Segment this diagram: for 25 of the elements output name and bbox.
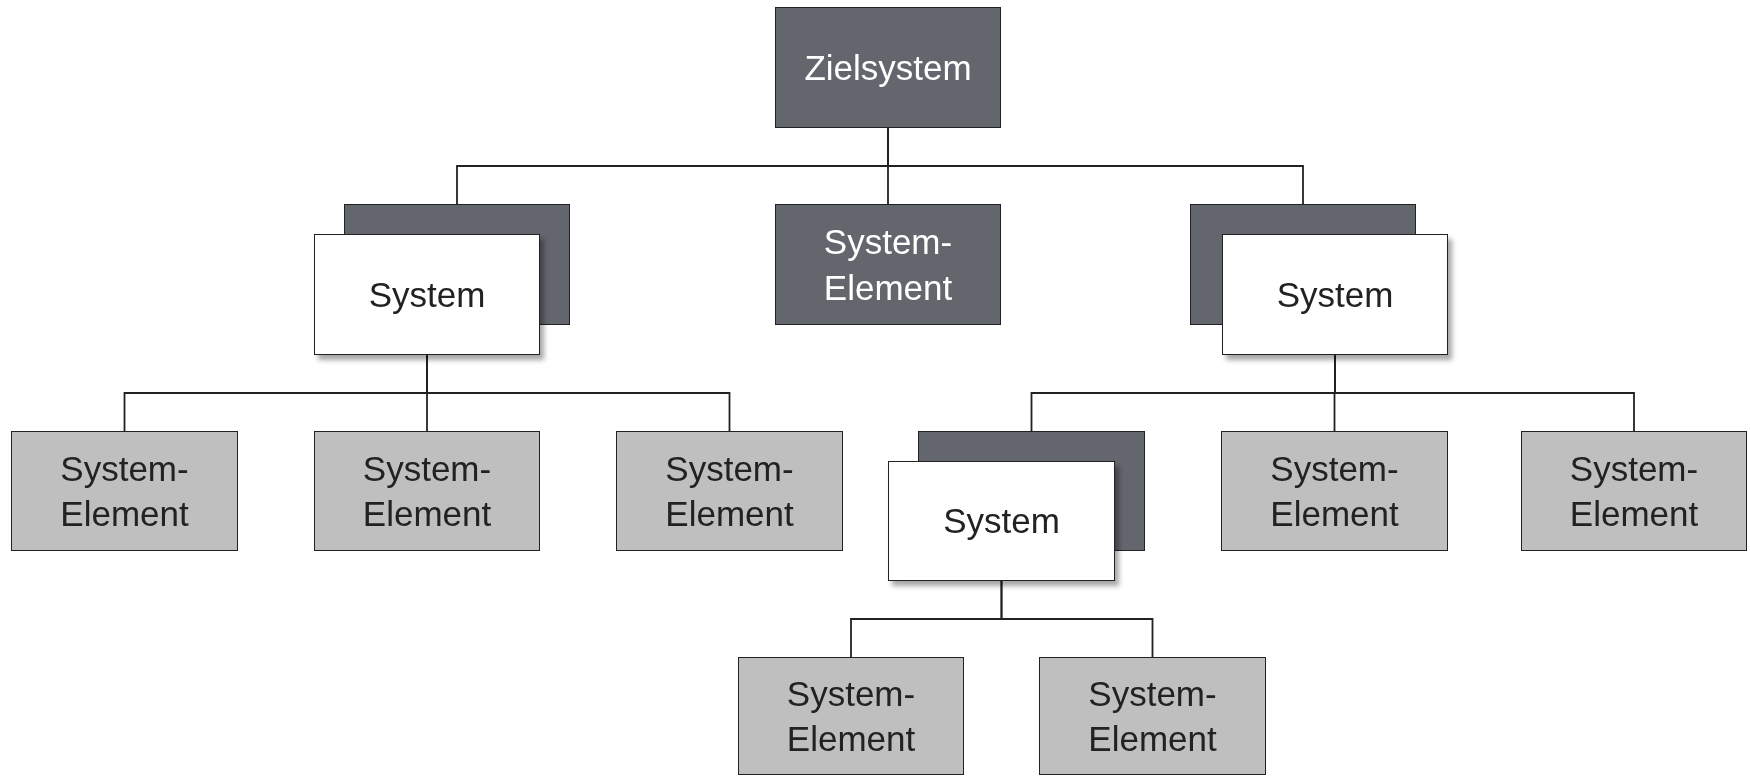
element-box (314, 431, 540, 551)
node-label: System (1275, 273, 1395, 316)
process-box (775, 204, 1001, 325)
node-label: Zielsystem (803, 46, 973, 89)
node-label: System (367, 273, 487, 316)
stacked-system-box (314, 204, 570, 355)
element-box (1039, 657, 1266, 775)
node-label: System-Element (822, 221, 954, 309)
node-label: System-Element (664, 447, 795, 535)
stacked-system-box (1190, 204, 1448, 355)
node-label: System-Element (1087, 672, 1218, 760)
node-label: System-Element (1568, 447, 1700, 535)
node-label: System-Element (1269, 447, 1400, 535)
stacked-system-box (888, 431, 1145, 581)
node-label: System-Element (361, 447, 493, 535)
node-label: System (942, 500, 1061, 543)
element-box (1521, 431, 1747, 551)
element-box (11, 431, 238, 551)
element-box (1221, 431, 1448, 551)
connector-line (1000, 580, 1154, 658)
process-box (775, 7, 1001, 128)
element-box (738, 657, 964, 775)
node-label: System-Element (59, 447, 190, 535)
element-box (616, 431, 843, 551)
node-label: System-Element (785, 672, 917, 760)
